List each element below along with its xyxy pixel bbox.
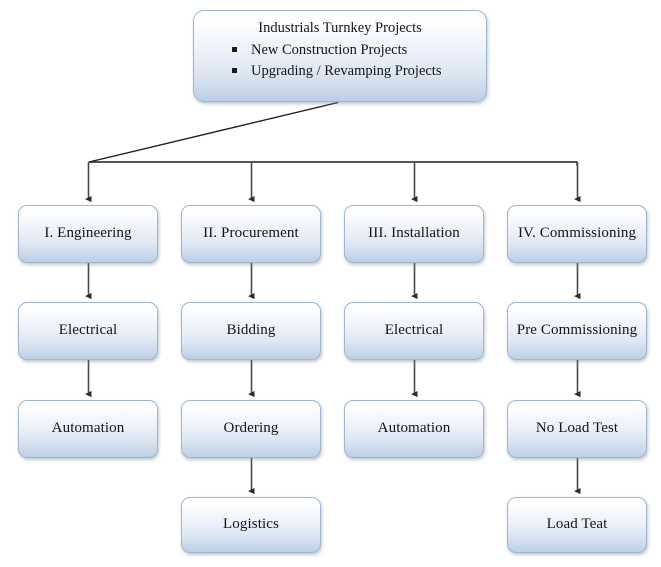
root-to-bus-diagonal bbox=[88, 101, 339, 163]
node-procurement-bidding[interactable]: Bidding bbox=[181, 302, 321, 360]
node-label: IV. Commissioning bbox=[517, 225, 637, 242]
node-label: Bidding bbox=[226, 322, 276, 339]
root-bullet-label: New Construction Projects bbox=[251, 42, 408, 58]
node-label: II. Procurement bbox=[203, 225, 299, 242]
root-bullet-item: Upgrading / Revamping Projects bbox=[232, 61, 476, 82]
node-installation-electrical[interactable]: Electrical bbox=[344, 302, 484, 360]
node-label: III. Installation bbox=[368, 225, 460, 242]
node-label: Logistics bbox=[223, 516, 279, 533]
node-installation-automation[interactable]: Automation bbox=[344, 400, 484, 458]
node-procurement-head[interactable]: II. Procurement bbox=[181, 205, 321, 263]
node-label: Electrical bbox=[58, 322, 118, 339]
node-label: I. Engineering bbox=[44, 225, 132, 242]
node-commissioning-pre-commissioning[interactable]: Pre Commissioning bbox=[507, 302, 647, 360]
node-engineering-electrical[interactable]: Electrical bbox=[18, 302, 158, 360]
node-engineering-head[interactable]: I. Engineering bbox=[18, 205, 158, 263]
root-node-industrials-turnkey-projects[interactable]: Industrials Turnkey Projects New Constru… bbox=[193, 10, 487, 102]
node-label: Ordering bbox=[223, 420, 279, 437]
node-commissioning-load-test[interactable]: Load Teat bbox=[507, 497, 647, 553]
root-bullet-item: New Construction Projects bbox=[232, 40, 476, 61]
node-procurement-logistics[interactable]: Logistics bbox=[181, 497, 321, 553]
node-engineering-automation[interactable]: Automation bbox=[18, 400, 158, 458]
node-label: Load Teat bbox=[546, 516, 608, 533]
node-commissioning-no-load-test[interactable]: No Load Test bbox=[507, 400, 647, 458]
root-bullet-label: Upgrading / Revamping Projects bbox=[251, 62, 442, 79]
node-installation-head[interactable]: III. Installation bbox=[344, 205, 484, 263]
node-label: No Load Test bbox=[535, 420, 619, 437]
node-label: Automation bbox=[377, 420, 451, 437]
node-procurement-ordering[interactable]: Ordering bbox=[181, 400, 321, 458]
root-node-title: Industrials Turnkey Projects bbox=[258, 20, 422, 36]
node-label: Automation bbox=[51, 420, 125, 437]
square-bullet-icon bbox=[232, 67, 237, 73]
root-node-bullet-list: New Construction Projects Upgrading / Re… bbox=[204, 40, 476, 81]
node-label: Pre Commissioning bbox=[516, 322, 638, 339]
square-bullet-icon bbox=[232, 47, 237, 52]
node-commissioning-head[interactable]: IV. Commissioning bbox=[507, 205, 647, 263]
node-label: Electrical bbox=[384, 322, 444, 339]
